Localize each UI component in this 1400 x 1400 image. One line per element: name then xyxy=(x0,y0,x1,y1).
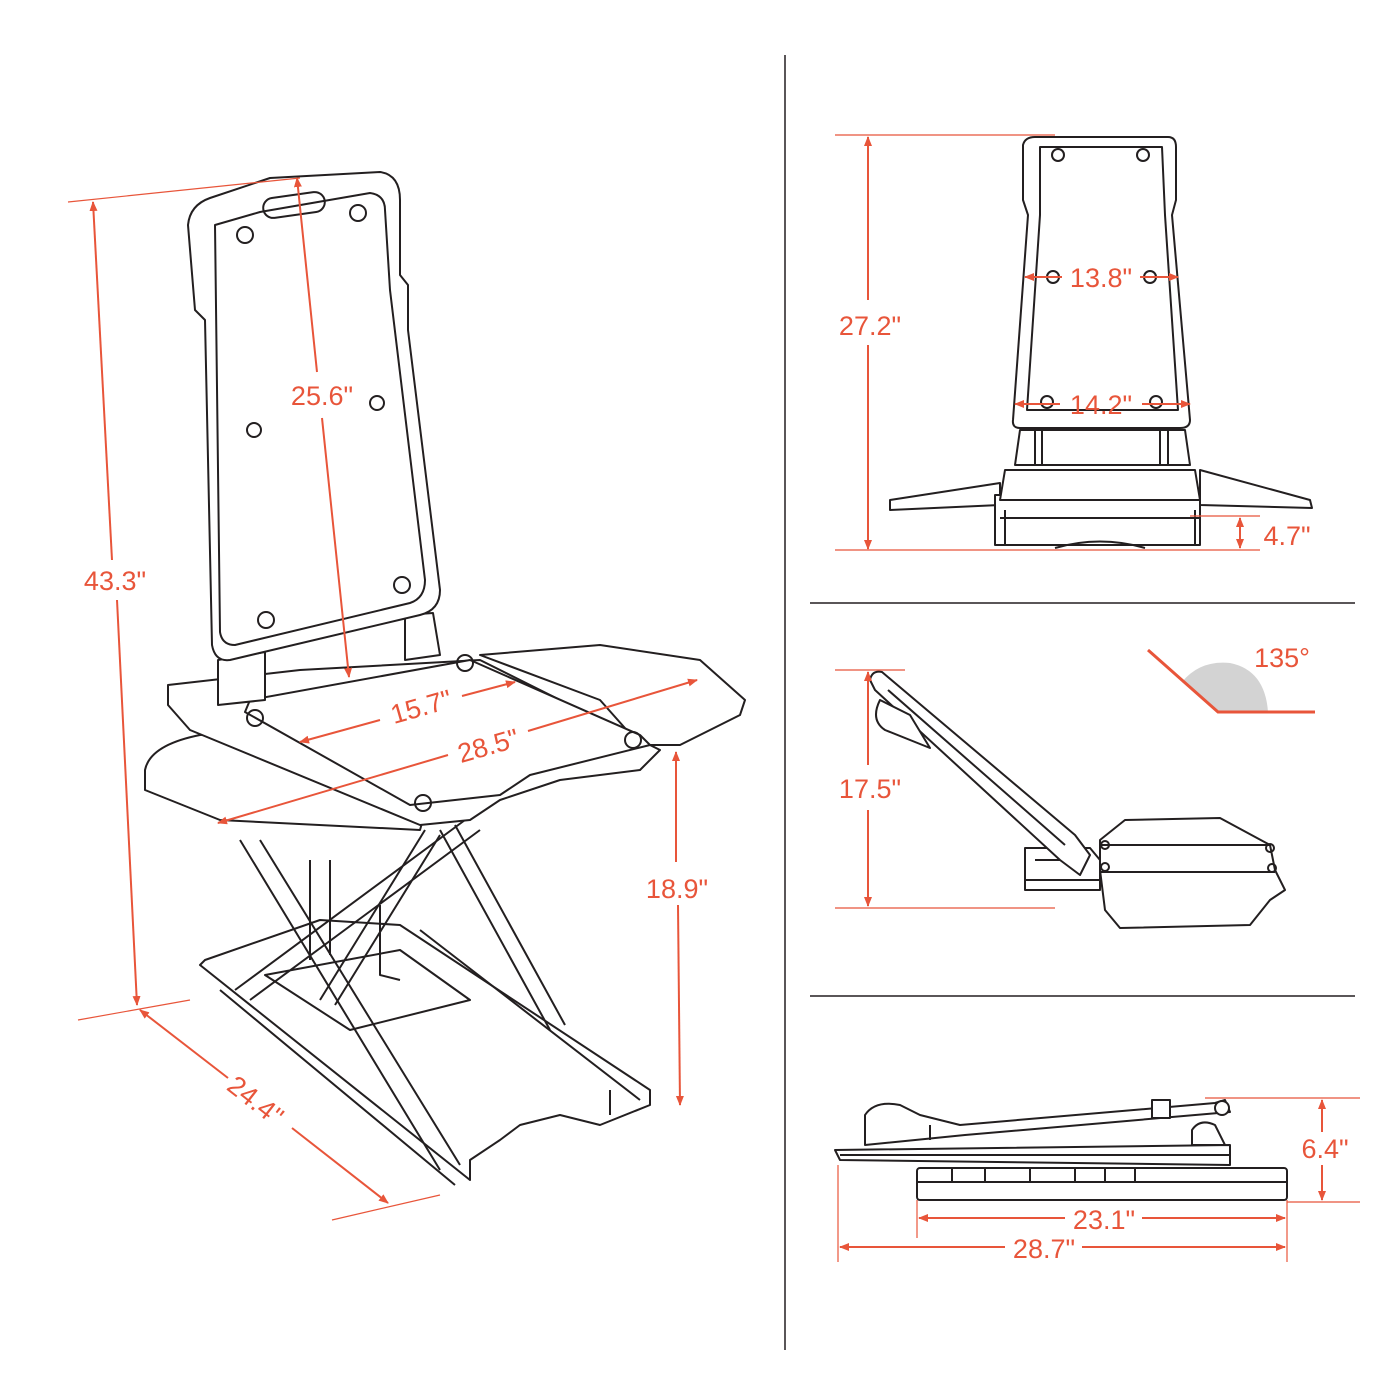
chair-isometric-drawing xyxy=(144,171,746,1186)
label-folded-height: 6.4" xyxy=(1301,1134,1348,1164)
dimension-backrest-height: 25.6" xyxy=(291,177,353,678)
label-overall-height: 43.3" xyxy=(84,566,146,596)
dimension-lowest-seat-height: 4.7" xyxy=(1190,515,1311,551)
dimension-folded-height: 6.4" xyxy=(1205,1097,1360,1203)
chair-side-drawing xyxy=(869,670,1286,929)
label-folded-overall-length: 28.7" xyxy=(1013,1234,1075,1264)
label-seat-height: 18.9" xyxy=(646,874,708,904)
dimension-folded-overall-length: 28.7" xyxy=(839,1234,1286,1264)
recline-angle-indicator: 135° xyxy=(1147,643,1315,714)
dimension-folded-base-length: 23.1" xyxy=(837,1165,1288,1262)
label-recline-angle: 135° xyxy=(1254,643,1310,673)
label-base-length: 24.4" xyxy=(222,1070,289,1132)
chair-folded-drawing xyxy=(834,1099,1288,1201)
label-front-height: 27.2" xyxy=(839,311,901,341)
label-side-height: 17.5" xyxy=(839,774,901,804)
dimension-backrest-bottom-width: 14.2" xyxy=(1014,390,1191,420)
label-backrest-top-width: 13.8" xyxy=(1070,263,1132,293)
dimension-overall-height: 43.3" xyxy=(67,177,301,1021)
label-backrest-height: 25.6" xyxy=(291,381,353,411)
dimension-side-height: 17.5" xyxy=(835,669,1055,909)
label-folded-base-length: 23.1" xyxy=(1073,1205,1135,1235)
dimension-front-height: 27.2" xyxy=(835,134,1260,551)
dimension-backrest-top-width: 13.8" xyxy=(1024,263,1179,293)
label-backrest-bottom-width: 14.2" xyxy=(1070,390,1132,420)
chair-front-drawing xyxy=(889,136,1313,549)
dimension-seat-height: 18.9" xyxy=(646,751,708,1106)
label-lowest-seat-height: 4.7" xyxy=(1263,521,1310,551)
